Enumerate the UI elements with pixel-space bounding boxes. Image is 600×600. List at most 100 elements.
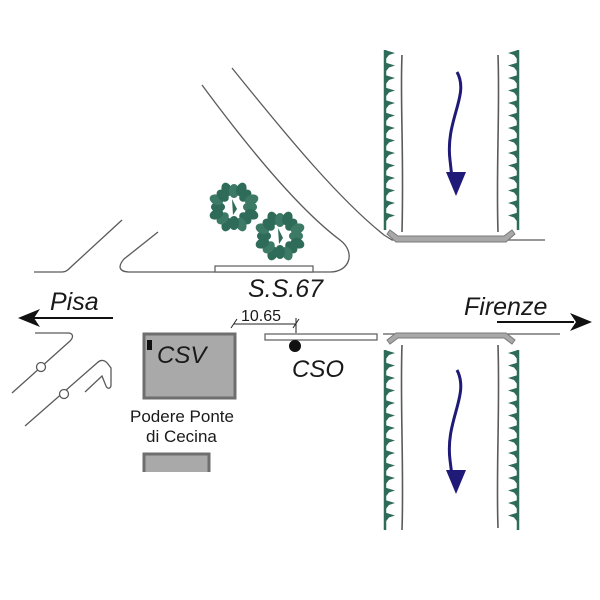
road-curve-inner — [119, 84, 350, 273]
riparian-vegetation — [383, 350, 395, 530]
vegetation-tooth — [385, 212, 395, 223]
tree-leaf — [289, 231, 303, 241]
vegetation-tooth — [508, 362, 518, 373]
tree-icon — [209, 182, 259, 232]
firenze-arrowhead-icon — [570, 313, 592, 331]
vegetation-tooth — [508, 50, 518, 60]
vegetation-tooth — [385, 137, 395, 148]
tree-leaf — [244, 194, 259, 206]
vegetation-tooth — [385, 162, 395, 173]
tree-leaf — [278, 228, 283, 244]
vegetation-tooth — [385, 450, 395, 460]
vegetation-tooth — [508, 387, 518, 398]
tree-leaf — [257, 230, 271, 242]
vegetation-tooth — [508, 187, 518, 198]
river-bank-right — [496, 344, 500, 529]
vegetation-tooth — [508, 512, 518, 523]
vegetation-tooth — [508, 75, 518, 85]
cso-station-marker — [289, 340, 301, 352]
vegetation-tooth — [385, 150, 395, 160]
vegetation-tooth — [508, 87, 518, 98]
vegetation-tooth — [508, 425, 518, 435]
river-bank-left — [400, 344, 404, 531]
vegetation-tooth — [508, 175, 518, 185]
road-layby — [214, 265, 314, 273]
label-distance: 10.65 — [241, 308, 281, 325]
tree-leaf — [290, 223, 305, 235]
vegetation-tooth — [508, 162, 518, 173]
label-pisa: Pisa — [50, 288, 99, 316]
vegetation-tooth — [385, 500, 395, 510]
vegetation-tooth — [385, 87, 395, 98]
vegetation-tooth — [385, 387, 395, 398]
vegetation-tooth — [508, 200, 518, 210]
vegetation-tooth — [385, 362, 395, 373]
tree-leaf — [228, 216, 240, 230]
label-place-line2: di Cecina — [146, 427, 217, 446]
vegetation-tooth — [385, 187, 395, 198]
vegetation-tooth — [385, 512, 395, 523]
vegetation-tooth — [508, 137, 518, 148]
vegetation-tooth — [508, 487, 518, 498]
vegetation-tooth — [508, 150, 518, 160]
flow-arrow-icon — [447, 369, 463, 477]
tree-leaf — [243, 202, 257, 212]
tree-icon — [255, 211, 305, 261]
vegetation-tooth — [508, 350, 518, 360]
tree-leaf — [232, 199, 237, 215]
riparian-vegetation — [508, 350, 520, 530]
vegetation-tooth — [385, 437, 395, 448]
vegetation-tooth — [508, 400, 518, 410]
label-firenze: Firenze — [464, 293, 547, 321]
tree-leaf — [228, 184, 240, 198]
river-lower — [383, 332, 520, 531]
pisa-arrowhead-icon — [18, 309, 40, 327]
road-curve-outer — [231, 67, 545, 241]
label-csv: CSV — [157, 342, 208, 369]
vegetation-tooth — [508, 475, 518, 485]
river-upper — [383, 50, 520, 243]
river-bank-right — [496, 54, 500, 233]
label-place-line1: Podere Ponte — [130, 407, 234, 426]
label-cso: CSO — [292, 356, 344, 383]
main-road-segment — [264, 333, 378, 341]
dimension-tick-left — [230, 318, 238, 329]
flow-arrowhead — [446, 172, 466, 196]
vegetation-tooth — [385, 62, 395, 73]
vegetation-tooth — [508, 375, 518, 385]
flow-arrowhead — [446, 470, 466, 494]
bridge-upper — [386, 229, 516, 243]
vegetation-tooth — [508, 212, 518, 223]
flow-arrow-icon — [447, 71, 463, 179]
vegetation-tooth — [508, 462, 518, 473]
vegetation-tooth — [385, 487, 395, 498]
building-csv — [142, 332, 237, 400]
vegetation-tooth — [385, 462, 395, 473]
vegetation-tooth — [385, 400, 395, 410]
road-left-branch — [34, 219, 123, 273]
lower-left-ramps — [11, 332, 112, 427]
vegetation-tooth — [385, 375, 395, 385]
vegetation-tooth — [385, 412, 395, 423]
vegetation-tooth — [385, 425, 395, 435]
csv-marker — [147, 340, 152, 350]
vegetation-tooth — [385, 75, 395, 85]
tree-leaf — [274, 213, 286, 227]
vegetation-tooth — [385, 100, 395, 110]
vegetation-tooth — [508, 437, 518, 448]
vegetation-tooth — [508, 112, 518, 123]
vegetation-tooth — [385, 125, 395, 135]
vegetation-tooth — [508, 62, 518, 73]
vegetation-tooth — [385, 200, 395, 210]
vegetation-tooth — [508, 412, 518, 423]
vegetation-tooth — [385, 475, 395, 485]
riparian-vegetation — [383, 50, 395, 230]
culvert-marker — [58, 388, 70, 400]
vegetation-tooth — [385, 112, 395, 123]
vegetation-tooth — [508, 125, 518, 135]
bridge-lower — [386, 332, 516, 345]
vegetation-tooth — [508, 500, 518, 510]
river-bank-left — [400, 54, 404, 233]
vegetation-tooth — [385, 50, 395, 60]
